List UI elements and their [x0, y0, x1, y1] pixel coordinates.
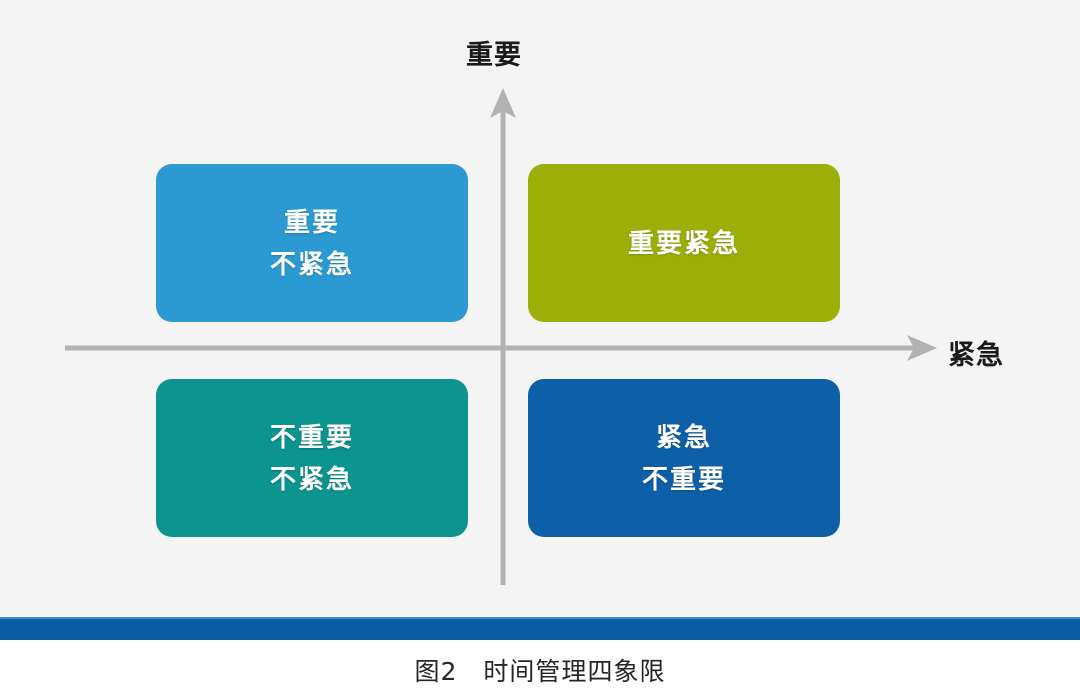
figure-caption: 图2 时间管理四象限 — [414, 656, 666, 686]
quadrant-label-line2: 不紧急 — [269, 464, 354, 494]
quadrant-urgent-not-important[interactable]: 紧急 不重要 — [528, 379, 849, 539]
bottom-divider-bar — [0, 617, 1080, 642]
quadrant-important-not-urgent[interactable]: 重要 不紧急 — [156, 164, 477, 324]
vertical-axis-label: 重要 — [466, 40, 522, 70]
quadrant-label-line2: 不重要 — [641, 464, 726, 494]
axes-group — [65, 88, 937, 585]
horizontal-axis-label: 紧急 — [948, 340, 1004, 370]
quadrant-label-line1: 不重要 — [269, 421, 354, 452]
caption-area: 图2 时间管理四象限 — [0, 640, 1080, 699]
quadrant-label-line1: 重要 — [283, 206, 340, 237]
quadrant-important-urgent[interactable]: 重要紧急 — [528, 164, 849, 324]
arrow-up-icon — [490, 88, 516, 118]
quadrant-label-line2: 不紧急 — [269, 249, 354, 279]
quadrant-label-line1: 紧急 — [655, 421, 712, 452]
quadrant-not-important-not-urgent[interactable]: 不重要 不紧急 — [156, 379, 477, 539]
diagram-canvas: 重要 紧急 重要 不紧急 重要紧急 不重要 不紧急 紧急 不重要 — [0, 0, 1080, 617]
arrow-right-icon — [907, 335, 937, 361]
quadrant-label-line1: 重要紧急 — [627, 227, 740, 258]
